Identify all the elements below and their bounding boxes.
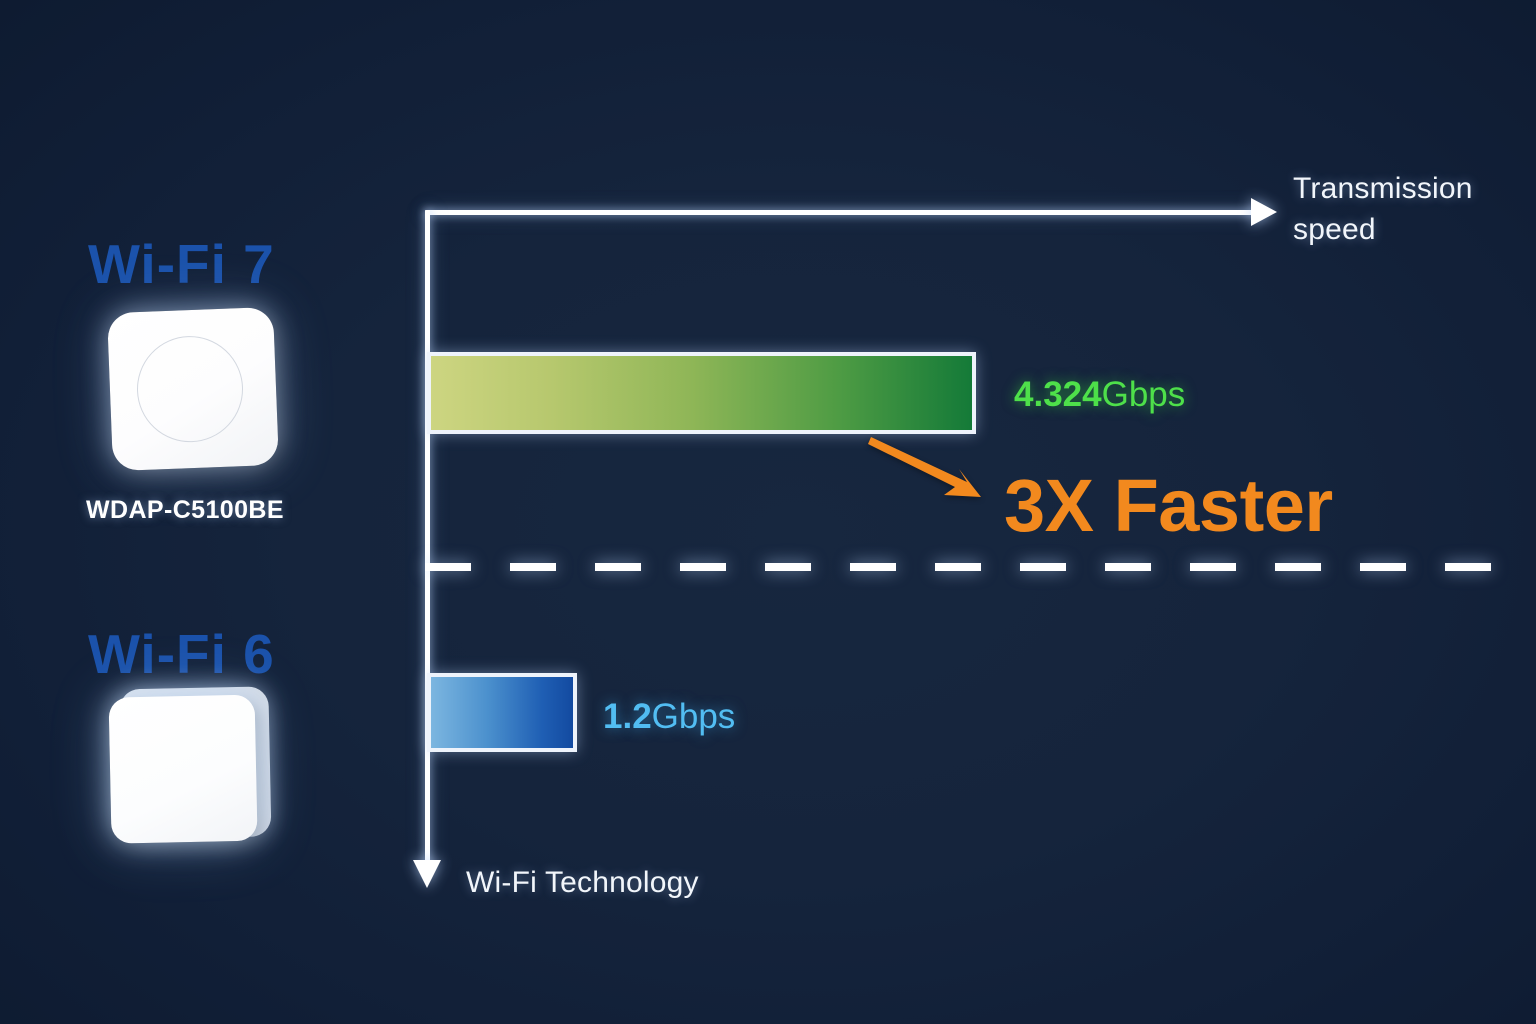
horizontal-axis [425, 210, 1255, 215]
bar-wifi7-value-label: 4.324Gbps [1014, 375, 1185, 415]
dashed-divider-line [425, 563, 1515, 571]
wifi7-access-point-image [107, 306, 279, 472]
bar-wifi6 [427, 673, 577, 752]
three-x-faster-callout: 3X Faster [1004, 464, 1333, 547]
wifi7-generation-title: Wi-Fi 7 [88, 233, 275, 295]
bar-wifi6-value-number: 1.2 [603, 697, 652, 736]
vertical-axis [425, 210, 430, 865]
wifi7-device-ring [135, 334, 245, 445]
wifi6-access-point-image [108, 686, 272, 844]
wifi6-device-body [108, 694, 258, 844]
vertical-axis-arrow-icon [413, 860, 441, 888]
wifi7-device-model-label: WDAP-C5100BE [86, 496, 284, 524]
callout-arrow-icon [868, 437, 981, 497]
transmission-speed-axis-label: Transmission speed [1293, 168, 1523, 250]
horizontal-axis-arrow-icon [1251, 198, 1277, 226]
wifi7-device-body [107, 306, 279, 472]
bar-wifi7 [427, 352, 976, 434]
transmission-speed-line-1: Transmission [1293, 172, 1473, 205]
transmission-speed-line-2: speed [1293, 213, 1376, 246]
wifi6-generation-title: Wi-Fi 6 [88, 623, 275, 685]
bar-wifi7-value-number: 4.324 [1014, 375, 1102, 414]
wifi-technology-axis-label: Wi-Fi Technology [466, 866, 699, 899]
bar-wifi6-value-label: 1.2Gbps [603, 697, 735, 737]
bar-wifi7-value-unit: Gbps [1101, 375, 1186, 414]
bar-wifi6-value-unit: Gbps [651, 697, 736, 736]
